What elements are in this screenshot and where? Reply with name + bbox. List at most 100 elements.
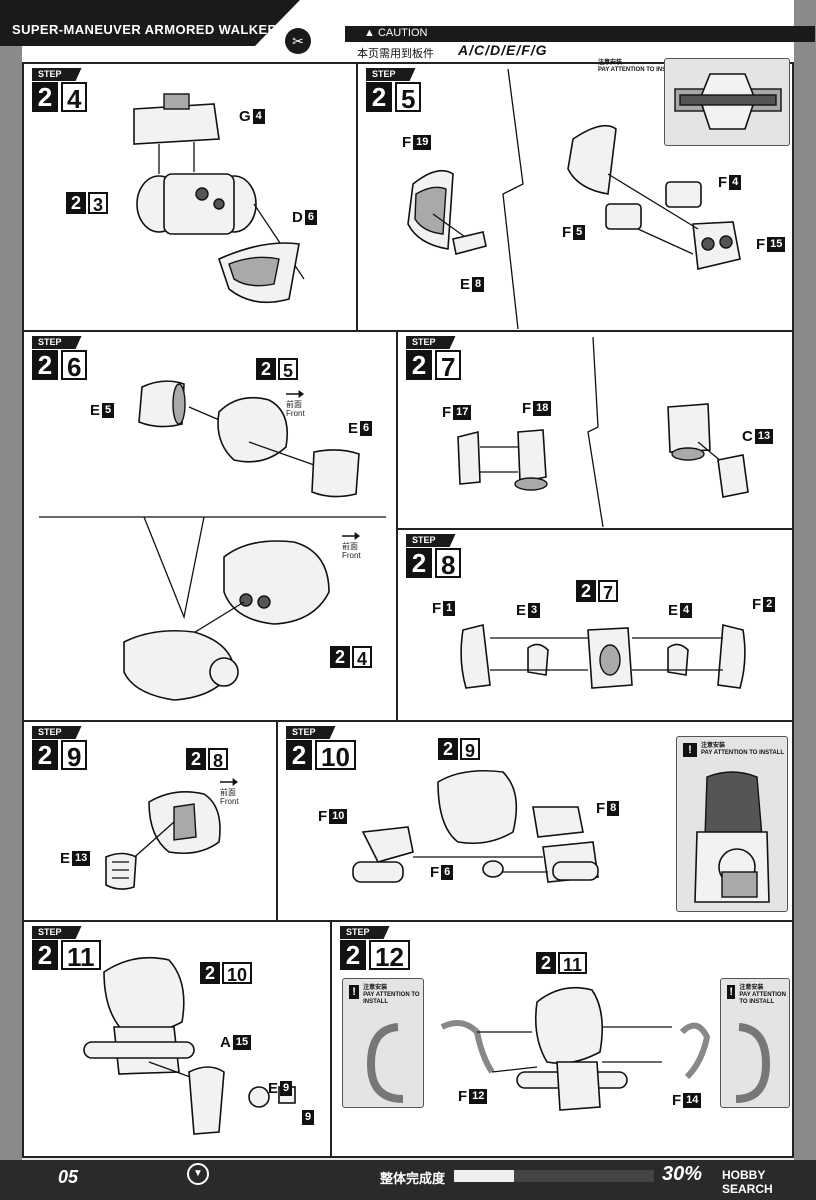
step-28-diagram <box>460 623 746 689</box>
step-29-diagram <box>105 791 221 890</box>
step-tag: STEP <box>32 726 82 739</box>
warning-icon: ! <box>727 985 736 999</box>
step-26-diagram <box>39 380 386 701</box>
page-border-right <box>794 0 816 1200</box>
attention-hose-drawing <box>735 1023 771 1103</box>
step-210-diagram <box>352 769 599 883</box>
step-tag: STEP <box>32 926 82 939</box>
watermark: HOBBY SEARCH <box>722 1168 773 1196</box>
step-tag: STEP <box>406 534 456 547</box>
page-header: SUPER-MANEUVER ARMORED WALKER ✂ ▲ CAUTIO… <box>0 0 816 62</box>
attention-box <box>578 58 588 68</box>
front-arrow-icon <box>220 778 238 786</box>
step-27-diagram <box>457 336 749 528</box>
attention-detail-box <box>664 58 790 146</box>
step-tag: STEP <box>366 68 416 81</box>
completion-percent: 30% <box>662 1163 703 1185</box>
nipper-icon: ✂ <box>285 28 311 54</box>
page-footer <box>0 1160 816 1200</box>
part-label-sticker-9: 9 <box>300 1110 315 1125</box>
warning-icon: ! <box>349 985 360 999</box>
step-25-diagram <box>407 68 741 330</box>
page-title: SUPER-MANEUVER ARMORED WALKER <box>12 22 278 37</box>
parts-sheets: A/C/D/E/F/G <box>458 42 548 58</box>
step-24-diagram <box>133 93 305 304</box>
brand-logo-icon: ▼ <box>187 1163 209 1185</box>
caution-sub: 本页需用到板件 <box>357 48 434 60</box>
step-212-diagram <box>440 986 711 1111</box>
step-tag: STEP <box>406 336 456 349</box>
front-arrow-icon <box>286 390 304 398</box>
attention-hose-drawing <box>366 1023 404 1103</box>
attention-detail-drawing <box>694 771 770 903</box>
page-number: 05 <box>58 1167 79 1187</box>
step-211-diagram <box>83 956 296 1135</box>
completion-label: 整体完成度 <box>380 1171 446 1186</box>
step-tag: STEP <box>32 336 82 349</box>
caution-bar <box>345 26 815 42</box>
completion-progress-fill <box>454 1170 514 1182</box>
step-tag: STEP <box>286 726 336 739</box>
step-tag: STEP <box>340 926 390 939</box>
front-arrow-icon <box>342 532 360 540</box>
caution-text: CAUTION <box>377 27 428 39</box>
step-tag: STEP <box>32 68 82 81</box>
page-border-left <box>0 0 22 1200</box>
title-bar <box>0 0 300 46</box>
completion-progress-bar <box>454 1170 654 1182</box>
attention-detail-drawing <box>674 73 782 130</box>
